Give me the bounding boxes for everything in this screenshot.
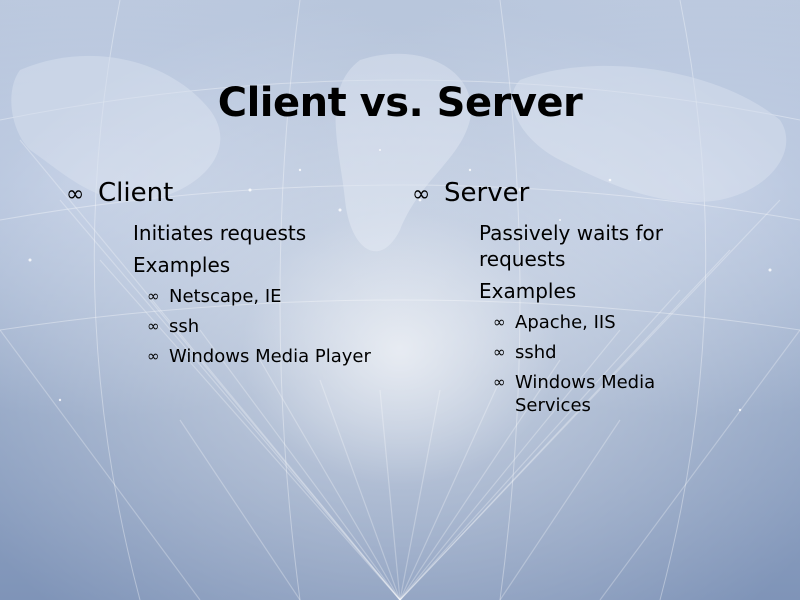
infinity-bullet-icon: ∞ bbox=[147, 287, 160, 305]
server-item-examples: Examples bbox=[479, 279, 577, 303]
client-example-row: ∞ ssh bbox=[147, 315, 396, 338]
infinity-bullet-icon: ∞ bbox=[412, 182, 431, 207]
server-example-row: ∞ Windows Media Services bbox=[493, 371, 712, 417]
server-column: ∞ Server Passively waits for requests Ex… bbox=[412, 176, 712, 417]
server-example: Apache, IIS bbox=[515, 312, 616, 333]
client-example-row: ∞ Windows Media Player bbox=[147, 345, 396, 368]
client-example: Netscape, IE bbox=[169, 286, 282, 307]
slide-title: Client vs. Server bbox=[217, 80, 583, 126]
server-item-passively-waits: Passively waits for requests bbox=[479, 221, 663, 271]
client-example-row: ∞ Netscape, IE bbox=[147, 285, 396, 308]
client-example: ssh bbox=[169, 316, 200, 337]
server-heading-row: ∞ Server bbox=[412, 176, 712, 212]
server-example-row: ∞ Apache, IIS bbox=[493, 311, 712, 334]
infinity-bullet-icon: ∞ bbox=[493, 343, 506, 361]
client-item-initiates: Initiates requests bbox=[133, 221, 307, 245]
server-example-row: ∞ sshd bbox=[493, 341, 712, 364]
infinity-bullet-icon: ∞ bbox=[147, 347, 160, 365]
client-item-examples: Examples bbox=[133, 253, 231, 277]
infinity-bullet-icon: ∞ bbox=[66, 182, 85, 207]
infinity-bullet-icon: ∞ bbox=[493, 373, 506, 391]
client-example: Windows Media Player bbox=[169, 346, 371, 367]
client-heading-row: ∞ Client bbox=[66, 176, 396, 212]
server-heading: Server bbox=[444, 178, 530, 208]
infinity-bullet-icon: ∞ bbox=[493, 313, 506, 331]
infinity-bullet-icon: ∞ bbox=[147, 317, 160, 335]
client-column: ∞ Client Initiates requests Examples ∞ N… bbox=[66, 176, 396, 368]
client-heading: Client bbox=[98, 178, 174, 208]
server-example: Windows Media Services bbox=[515, 372, 656, 416]
server-example: sshd bbox=[515, 342, 557, 363]
